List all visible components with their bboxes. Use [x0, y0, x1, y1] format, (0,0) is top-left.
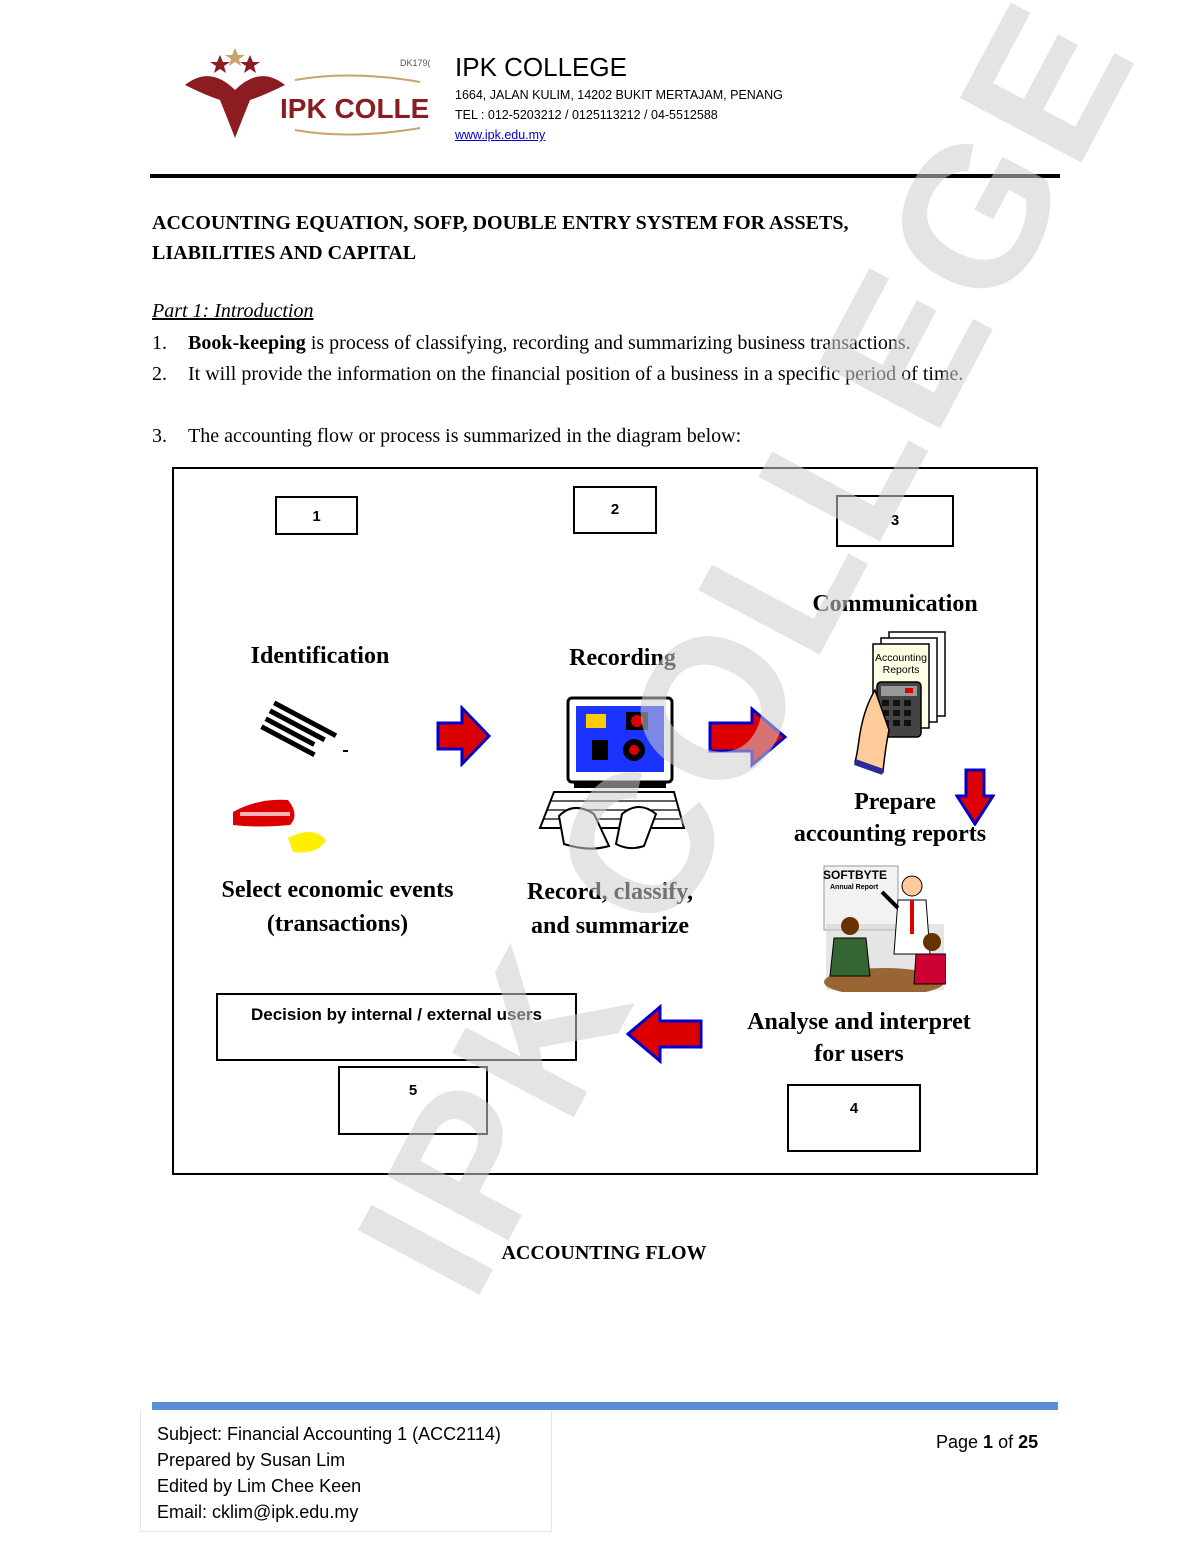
footer-email: Email: cklim@ipk.edu.my: [157, 1502, 359, 1522]
decision-box: Decision by internal / external users: [216, 993, 577, 1061]
document-title-line1: ACCOUNTING EQUATION, SOFP, DOUBLE ENTRY …: [152, 212, 849, 234]
softbyte-title: SOFTBYTE: [823, 868, 888, 882]
list-text: It will provide the information on the f…: [188, 363, 964, 385]
arrow-right-icon: [436, 705, 492, 767]
prepare-label-line1: Prepare: [854, 789, 936, 815]
arrow-right-icon: [708, 706, 788, 768]
accounting-reports-label: Accounting Reports: [875, 652, 927, 676]
recording-label: Recording: [569, 645, 676, 671]
footer-prepared-by: Prepared by Susan Lim: [157, 1450, 346, 1470]
page-current: 1: [983, 1432, 994, 1452]
college-logo: DK179(P) IPK COLLEGE: [185, 48, 430, 138]
list-item: 3. The accounting flow or process is summ…: [152, 421, 1062, 452]
document-title: ACCOUNTING EQUATION, SOFP, DOUBLE ENTRY …: [152, 208, 1052, 268]
logo-text: IPK COLLEGE: [280, 93, 430, 124]
step-box-5: 5: [338, 1066, 488, 1135]
analyse-label-line2: for users: [814, 1041, 904, 1067]
communication-label: Communication: [812, 591, 978, 617]
identification-label: Identification: [250, 643, 390, 669]
arrow-left-icon: [626, 1004, 703, 1064]
footer-info-box: [140, 1410, 552, 1532]
list-bold-term: Book-keeping: [188, 332, 306, 354]
computer-keyboard-clipart-icon: [538, 696, 686, 850]
page-mid: of: [993, 1432, 1019, 1452]
list-item: 1. Book-keeping is process of classifying…: [152, 328, 1062, 359]
page-prefix: Page: [936, 1432, 984, 1452]
prepare-label-line2: accounting reports: [793, 821, 987, 847]
list-text: The accounting flow or process is summar…: [188, 425, 742, 447]
footer-subject: Subject: Financial Accounting 1 (ACC2114…: [157, 1424, 501, 1444]
list-number: 1.: [152, 332, 167, 354]
footer-edited-by: Edited by Lim Chee Keen: [157, 1476, 362, 1496]
record-label-line2: and summarize: [531, 913, 689, 939]
analyse-label-line1: Analyse and interpret: [747, 1009, 971, 1035]
list-text: is process of classifying, recording and…: [305, 332, 911, 354]
college-name: IPK COLLEGE: [455, 52, 627, 82]
college-telephone: TEL : 012-5203212 / 0125113212 / 04-5512…: [455, 108, 718, 122]
accounting-reports-clipart-icon: [853, 631, 946, 775]
step-box-4: 4: [787, 1084, 921, 1152]
list-number: 3.: [152, 425, 167, 447]
document-title-line2: LIABILITIES AND CAPITAL: [152, 242, 417, 264]
diagram-caption: ACCOUNTING FLOW: [501, 1242, 707, 1264]
college-website-link[interactable]: www.ipk.edu.my: [455, 128, 546, 142]
step-box-3: 3: [836, 495, 954, 547]
presentation-meeting-clipart-icon: [823, 865, 946, 992]
select-events-label-line1: Select economic events: [221, 877, 454, 903]
page-total: 25: [1018, 1432, 1039, 1452]
footer-rule: [152, 1402, 1058, 1410]
step-box-1: 1: [275, 496, 358, 535]
list-number: 2.: [152, 363, 167, 385]
college-address: 1664, JALAN KULIM, 14202 BUKIT MERTAJAM,…: [455, 88, 783, 102]
select-events-label-line2: (transactions): [266, 911, 409, 937]
page-number: Page 1 of 25: [936, 1432, 1038, 1453]
part-heading: Part 1: Introduction: [152, 300, 314, 322]
list-item: 2. It will provide the information on the…: [152, 359, 1062, 390]
annual-report-label: Annual Report: [830, 884, 879, 891]
arrow-down-icon: [955, 768, 995, 826]
logo-registration: DK179(P): [400, 58, 430, 68]
step-box-2: 2: [573, 486, 657, 534]
transactions-clipart-icon: [233, 700, 348, 853]
header-rule: [150, 174, 1060, 178]
record-label-line1: Record, classify,: [527, 879, 693, 905]
accounting-flow-diagram: [172, 467, 1038, 1175]
